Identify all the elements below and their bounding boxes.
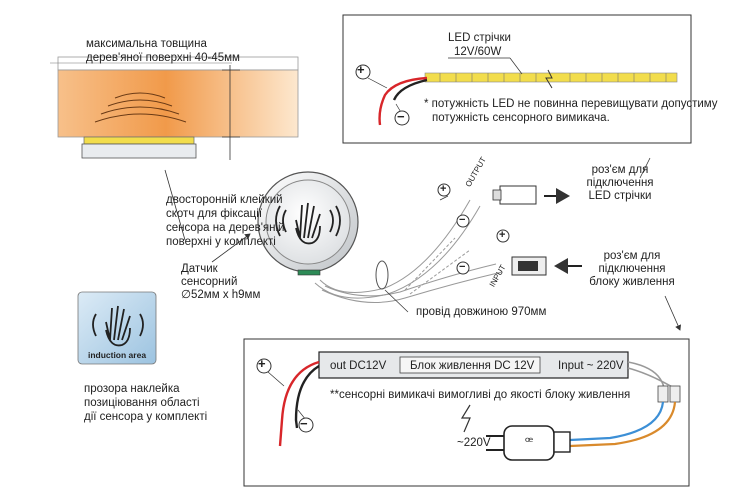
psu-plus-symbol: + xyxy=(258,356,266,371)
wood-note-line2: дерев'яної поверхні 40-45мм xyxy=(86,52,240,64)
psu-out-label: out DC12V xyxy=(330,360,387,372)
led-strip-spec: 12V/60W xyxy=(454,46,502,58)
hand-icon xyxy=(275,202,341,245)
tape-note-line3: сенсора на дерев'яній xyxy=(166,222,285,234)
tape-note-line1: двосторонній клейкий xyxy=(166,194,283,206)
sensor-note-line2: сенсорний xyxy=(181,276,238,288)
psu-box: ꟹ xyxy=(243,338,690,487)
out-minus-symbol: − xyxy=(459,214,466,226)
sensor-note-line3: ∅52мм x h9мм xyxy=(181,289,261,301)
sticker-note-line2: позиціювання області xyxy=(84,397,200,409)
led-plus-symbol: + xyxy=(357,62,365,77)
psu-connector-line3: блоку живлення xyxy=(589,276,675,288)
psu-minus-symbol: − xyxy=(300,416,308,431)
tape-note-line4: поверхні у комплекті xyxy=(166,236,276,248)
mains-voltage: ~220V xyxy=(457,437,491,449)
led-strip-box xyxy=(342,14,692,144)
led-note-line2: потужність сенсорного вимикача. xyxy=(432,112,610,124)
psu-note: **сенсорні вимикачі вимогливі до якості … xyxy=(330,389,631,401)
led-connector-line2: підключення xyxy=(586,177,654,189)
tape-note-line2: скотч для фіксації xyxy=(166,208,263,220)
sticker-note-line3: дії сенсора у комплекті xyxy=(84,411,208,423)
led-minus-symbol: − xyxy=(397,109,405,124)
wood-note-line1: максимальна товщина xyxy=(86,38,207,50)
led-connector-line1: роз'єм для xyxy=(591,164,649,176)
sensor-cables xyxy=(314,199,503,313)
wire-length-note: провід довжиною 970мм xyxy=(416,306,547,318)
sticker-note-line1: прозора наклейка xyxy=(84,383,180,395)
mains-plug-icon: ꟹ xyxy=(486,425,571,461)
psu-connector-line1: роз'єм для xyxy=(603,250,661,262)
wood-panel-illustration xyxy=(50,56,299,241)
led-connector-line3: LED стрічки xyxy=(588,190,652,202)
psu-title: Блок живлення DC 12V xyxy=(410,360,535,372)
input-connector xyxy=(456,229,582,276)
sticker-label: induction area xyxy=(87,350,147,360)
led-strip-label: LED стрічки xyxy=(448,32,511,44)
in-minus-symbol: − xyxy=(459,261,466,273)
in-plus-symbol: + xyxy=(499,229,506,241)
sensor-note-line1: Датчик xyxy=(181,263,218,275)
psu-connector-line2: підключення xyxy=(598,263,666,275)
output-connector xyxy=(437,183,570,228)
led-note-line1: * потужність LED не повинна перевищувати… xyxy=(424,98,718,110)
psu-in-label: Input ~ 220V xyxy=(558,360,624,372)
sensor-illustration xyxy=(211,171,359,276)
induction-sticker xyxy=(77,291,157,365)
svg-text:ꟹ: ꟹ xyxy=(525,434,533,449)
out-plus-symbol: + xyxy=(440,183,447,195)
